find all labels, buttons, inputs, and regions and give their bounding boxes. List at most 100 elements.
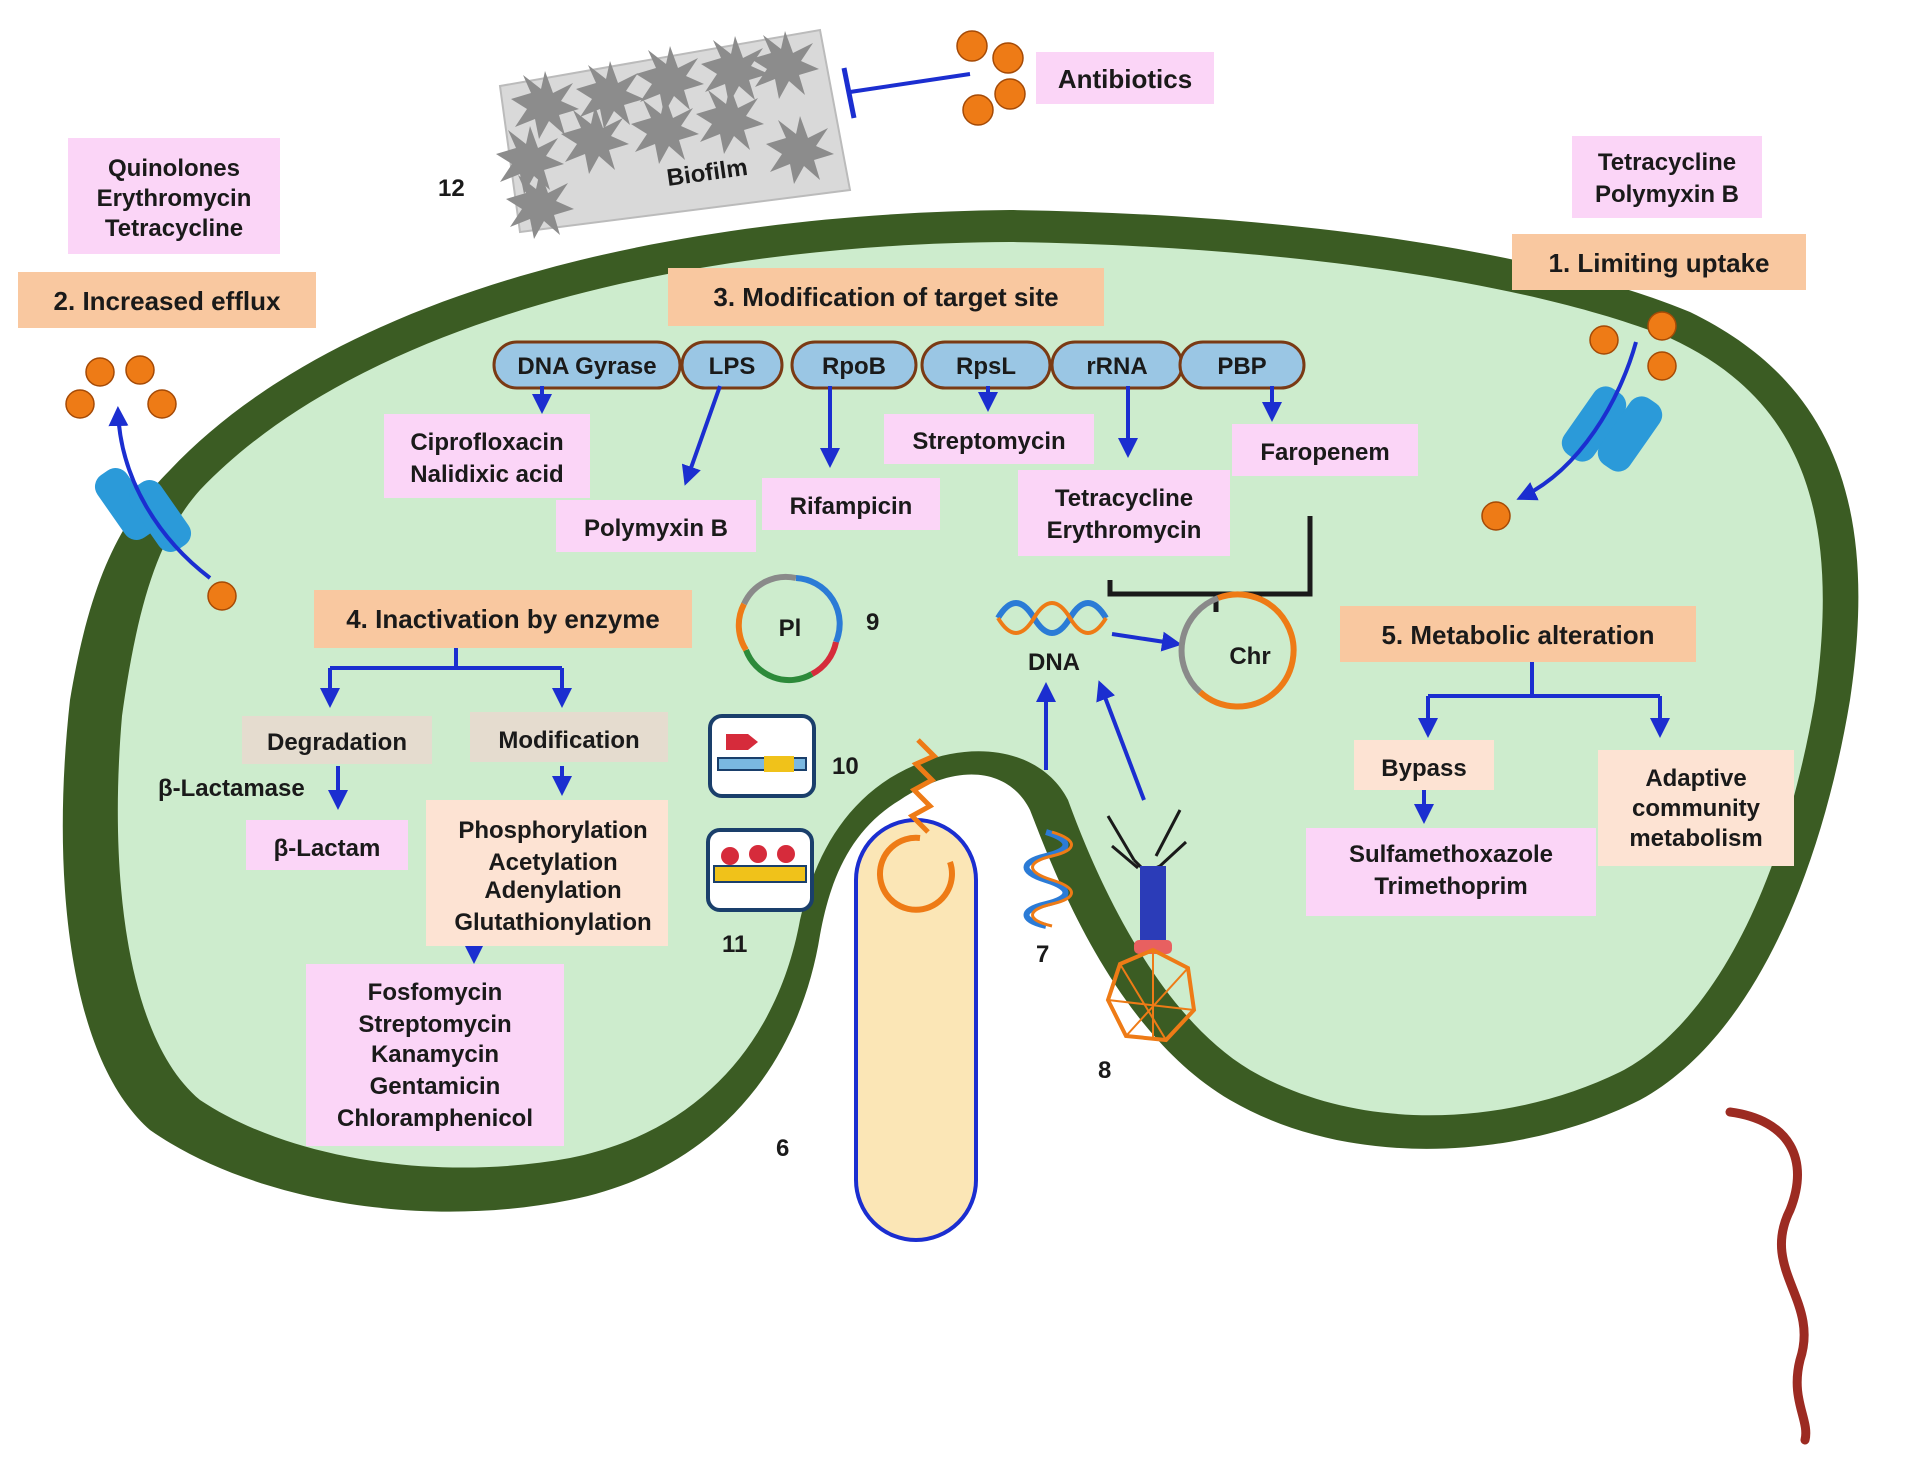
enzyme-branch <box>320 648 572 964</box>
pill-dna-gyrase: DNA Gyrase <box>517 353 656 380</box>
pill-rpsl: RpsL <box>956 353 1016 380</box>
integron-icon <box>706 828 814 912</box>
rrna-drug-2: Erythromycin <box>1047 517 1202 544</box>
uptake-title-box <box>1512 234 1806 290</box>
biofilm: Biofilm <box>496 28 852 239</box>
dna-helix <box>995 600 1109 636</box>
plasmid-label: Pl <box>779 615 802 642</box>
transduction-arrow <box>1096 680 1146 801</box>
enzyme-drug-1: Fosfomycin <box>368 979 503 1006</box>
antibiotics-label: Antibiotics <box>1058 64 1192 94</box>
enzyme-title-box <box>314 590 692 648</box>
metabolic-drug-1: Sulfamethoxazole <box>1349 841 1553 868</box>
metabolic-branch <box>1414 662 1670 824</box>
label-8: 8 <box>1098 1057 1111 1084</box>
donor-bacterium <box>854 738 978 1242</box>
rrna-drugs-box <box>1018 470 1230 556</box>
target-title-box <box>668 268 1104 326</box>
phage <box>1105 809 1197 1043</box>
gyrase-drugs-box <box>384 414 590 498</box>
pill-lps: LPS <box>709 353 756 380</box>
rpob-drug-box <box>762 478 940 530</box>
beta-lactamase-label: β-Lactamase <box>158 775 305 802</box>
enzyme-title: 4. Inactivation by enzyme <box>346 604 660 634</box>
metabolic-title: 5. Metabolic alteration <box>1381 620 1654 650</box>
rrna-drug-1: Tetracycline <box>1055 485 1193 512</box>
enzyme-drug-3: Kanamycin <box>371 1041 499 1068</box>
pill-rpob: RpoB <box>822 353 886 380</box>
flagellum <box>1725 1107 1811 1445</box>
adaptive-line-1: Adaptive <box>1645 765 1746 792</box>
target-title: 3. Modification of target site <box>713 282 1058 312</box>
pbp-drug-box <box>1232 424 1418 476</box>
beta-lactam-box <box>246 820 408 870</box>
pill-lps-shape <box>680 340 784 390</box>
efflux-molecules <box>65 355 237 611</box>
chr-bracket <box>1107 516 1313 597</box>
plasmid <box>735 573 843 684</box>
mods-box <box>426 800 668 946</box>
label-6: 6 <box>776 1135 789 1162</box>
rpsl-drug: Streptomycin <box>912 428 1065 455</box>
antibiotic-molecules <box>956 30 1026 126</box>
free-dna-strand <box>1023 829 1069 929</box>
inhibition-bar <box>841 67 857 119</box>
uptake-drugs-box <box>1572 136 1762 218</box>
rpsl-drug-box <box>884 414 1094 464</box>
dna-to-chr-arrow <box>1111 631 1182 652</box>
enzyme-drugs-box <box>306 964 564 1146</box>
uptake-drug-1: Tetracycline <box>1598 149 1736 176</box>
bypass-label: Bypass <box>1381 755 1466 782</box>
pill-pbp: PBP <box>1217 353 1266 380</box>
free-dna-strand-2 <box>1031 830 1073 928</box>
mod-4: Glutathionylation <box>454 909 651 936</box>
uptake-molecules <box>1481 311 1677 531</box>
transposon-icon <box>708 714 816 798</box>
gyrase-drug-2: Nalidixic acid <box>410 461 563 488</box>
efflux-drug-2: Erythromycin <box>97 185 252 212</box>
label-9: 9 <box>866 609 879 636</box>
pbp-drug: Faropenem <box>1260 439 1389 466</box>
adaptive-line-3: metabolism <box>1629 825 1762 852</box>
label-11: 11 <box>722 931 747 958</box>
gyrase-drug-1: Ciprofloxacin <box>410 429 563 456</box>
antibiotics-box <box>1036 52 1214 104</box>
lps-drug-box <box>556 500 756 552</box>
metabolic-drug-2: Trimethoprim <box>1374 873 1527 900</box>
modification-label: Modification <box>498 727 639 754</box>
mod-1: Phosphorylation <box>458 817 647 844</box>
metabolic-drugs-box <box>1306 828 1596 916</box>
efflux-arrow <box>108 406 212 580</box>
beta-lactam-label: β-Lactam <box>274 835 381 862</box>
adaptive-line-2: community <box>1632 795 1761 822</box>
enzyme-drug-5: Chloramphenicol <box>337 1105 533 1132</box>
modification-box <box>470 712 668 762</box>
degradation-box <box>242 716 432 764</box>
target-arrows <box>532 385 1282 486</box>
efflux-drug-3: Tetracycline <box>105 215 243 242</box>
pill-pbp-shape <box>1178 340 1306 390</box>
pill-dna-gyrase-shape <box>492 340 682 390</box>
efflux-title-box <box>18 272 316 328</box>
mod-3: Adenylation <box>484 877 621 904</box>
uptake-arrow <box>1516 341 1638 501</box>
degradation-label: Degradation <box>267 729 407 756</box>
efflux-drug-1: Quinolones <box>108 155 240 182</box>
label-7: 7 <box>1036 941 1049 968</box>
label-10: 10 <box>832 753 859 780</box>
metabolic-title-box <box>1340 606 1696 662</box>
target-pills: DNA Gyrase LPS RpoB RpsL rRNA PBP <box>492 340 1306 390</box>
mod-2: Acetylation <box>488 849 617 876</box>
lps-drug: Polymyxin B <box>584 515 728 542</box>
label-12: 12 <box>438 175 465 202</box>
pill-rpob-shape <box>790 340 918 390</box>
enzyme-drug-2: Streptomycin <box>358 1011 511 1038</box>
adaptive-box <box>1598 750 1794 866</box>
efflux-drugs-box <box>68 138 280 254</box>
bypass-box <box>1354 740 1494 790</box>
efflux-pump <box>94 468 192 552</box>
pill-rrna: rRNA <box>1086 353 1147 380</box>
rpob-drug: Rifampicin <box>790 493 913 520</box>
